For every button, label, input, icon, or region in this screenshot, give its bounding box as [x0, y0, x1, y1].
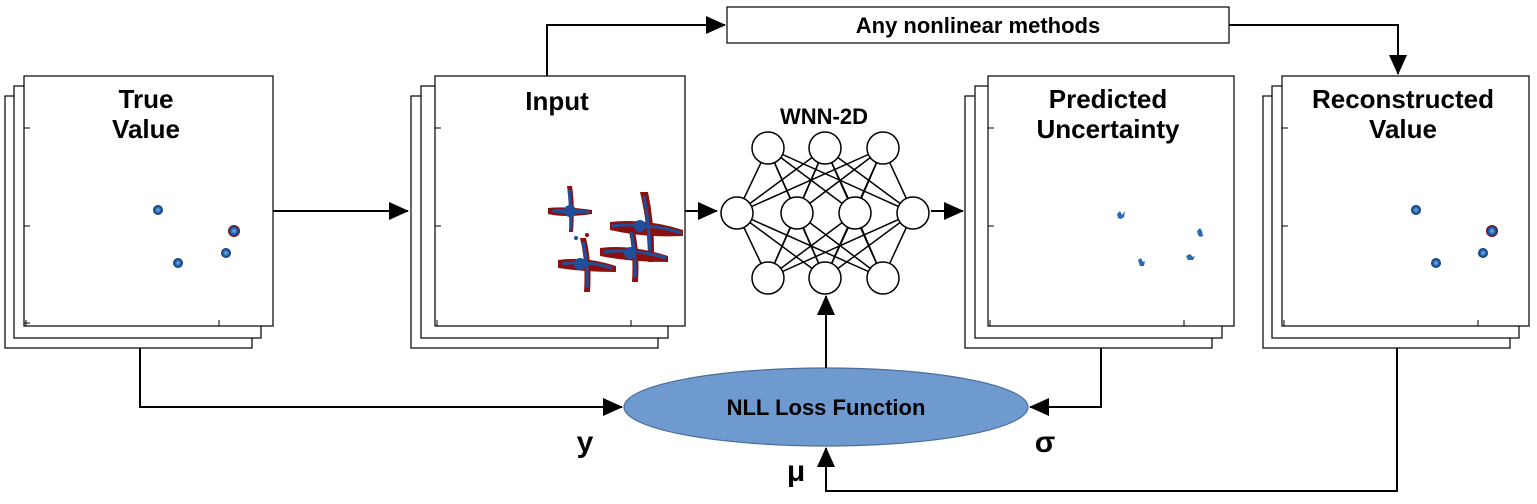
dot [221, 248, 231, 258]
dot [1486, 225, 1498, 237]
reconstructed-dots [1411, 205, 1498, 268]
reconstructed-value-title-line1: Reconstructed [1312, 84, 1494, 114]
loss-label: NLL Loss Function [727, 395, 926, 420]
predicted-uncertainty-title-line1: Predicted [1049, 84, 1168, 114]
dot [1431, 258, 1441, 268]
reconstructed-value-title-line2: Value [1369, 114, 1437, 144]
network-nodes [720, 131, 930, 295]
true-value-title-line2: Value [112, 114, 180, 144]
sigma-label: σ [1035, 426, 1056, 459]
true-value-dots [153, 205, 240, 268]
predicted-uncertainty-title-line2: Uncertainty [1036, 114, 1180, 144]
dot [153, 205, 163, 215]
wnn-2d-network: WNN-2D [720, 104, 930, 295]
y-label: y [577, 426, 594, 459]
nonlinear-methods-box: Any nonlinear methods [726, 6, 1230, 44]
network-edges [736, 147, 914, 279]
dot [173, 258, 183, 268]
uncertainty-marks [1117, 211, 1203, 266]
true-value-panel: True Value [4, 75, 274, 349]
dot [228, 225, 240, 237]
nonlinear-methods-label: Any nonlinear methods [856, 13, 1100, 38]
input-scatter-pattern [548, 186, 683, 292]
dot [1478, 248, 1488, 258]
predicted-uncertainty-panel: Predicted Uncertainty [964, 75, 1235, 349]
network-label: WNN-2D [780, 104, 868, 129]
mu-label: μ [787, 455, 805, 488]
true-value-title-line1: True [119, 84, 174, 114]
reconstructed-value-panel: Reconstructed Value [1262, 75, 1530, 349]
arrows [139, 16, 1407, 492]
nll-loss-function: NLL Loss Function [623, 367, 1029, 447]
input-title: Input [525, 86, 589, 116]
dot [1411, 205, 1421, 215]
input-panel: Input [410, 75, 686, 349]
